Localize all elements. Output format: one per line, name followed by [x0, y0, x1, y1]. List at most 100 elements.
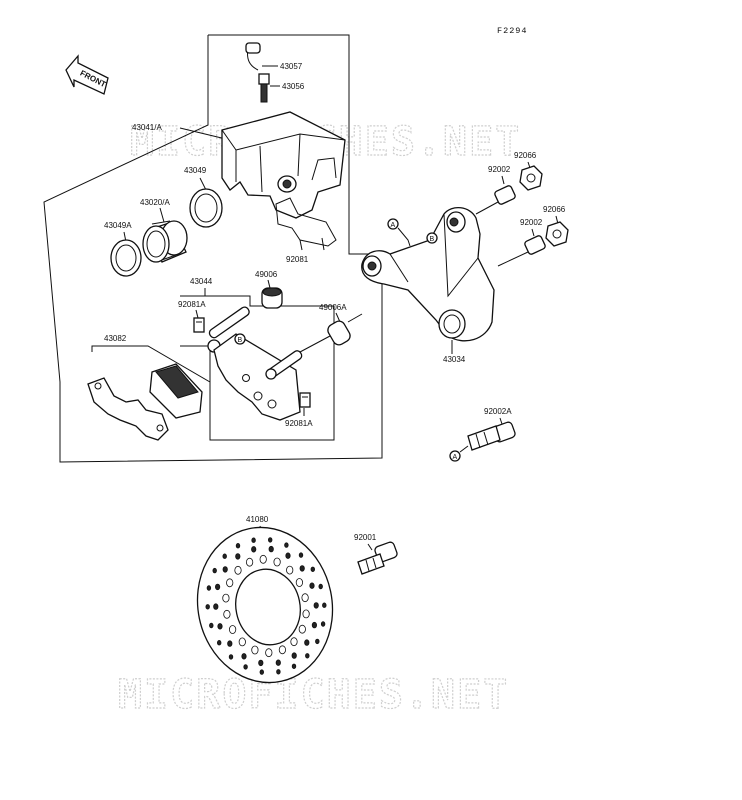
bolt-92002a — [467, 421, 516, 451]
part-43020A: 43020/A — [140, 198, 170, 207]
watermark-bottom: MICROFICHES.NET — [118, 672, 509, 718]
disc-hole — [318, 583, 323, 590]
svg-text:B: B — [430, 236, 435, 243]
clip-bottom — [299, 392, 311, 408]
disc-hole — [268, 537, 273, 543]
disc-hole — [268, 545, 274, 553]
disc-hole — [278, 645, 286, 655]
bolt-top — [475, 185, 516, 215]
brake-pad-plate — [87, 377, 169, 441]
rubber-bushing — [261, 287, 283, 309]
bolt-bottom — [497, 235, 546, 267]
part-43049: 43049 — [184, 166, 207, 175]
part-92081A-bottom: 92081A — [285, 419, 313, 428]
part-43034: 43034 — [443, 355, 466, 364]
disc-hole — [313, 602, 319, 609]
part-92002-top: 92002 — [488, 165, 511, 174]
disc-hole — [223, 609, 231, 619]
disc-hole — [234, 565, 242, 575]
caliper-body — [221, 111, 346, 219]
disc-hole — [276, 669, 281, 675]
disc-hole — [228, 654, 234, 660]
pad-spring — [275, 197, 337, 251]
disc-hole — [251, 537, 256, 543]
part-43044: 43044 — [190, 277, 213, 286]
front-arrow-icon: FRONT — [65, 54, 109, 95]
disc-hole — [295, 578, 303, 587]
disc-hole — [222, 566, 228, 573]
nut-top — [519, 165, 543, 191]
disc-hole — [222, 593, 230, 603]
disc-hole — [246, 557, 254, 567]
brake-disc — [196, 526, 334, 684]
part-92066-bottom: 92066 — [543, 205, 566, 214]
disc-hole — [206, 585, 212, 591]
marker-b-holder: B — [234, 333, 246, 345]
disc-hole — [290, 637, 298, 647]
clip-top — [193, 317, 205, 333]
caliper-bracket — [361, 207, 495, 342]
disc-hole — [227, 640, 233, 647]
disc-hole — [305, 653, 310, 659]
disc-hole — [298, 552, 304, 558]
svg-text:A: A — [453, 454, 458, 461]
part-43082: 43082 — [104, 334, 127, 343]
disc-hole — [243, 664, 248, 670]
disc-bolt — [357, 541, 398, 575]
disc-hole — [301, 593, 309, 603]
disc-hole — [273, 557, 281, 567]
disc-hole — [291, 652, 297, 659]
disc-hole — [241, 653, 247, 660]
disc-hole — [216, 640, 222, 646]
brake-pad — [149, 363, 203, 419]
part-49006A: 49006A — [319, 303, 347, 312]
disc-hole — [309, 582, 315, 589]
disc-hole — [320, 621, 326, 627]
bleeder-cap — [245, 42, 261, 71]
marker-a-bolt: A — [449, 450, 461, 462]
part-43056: 43056 — [282, 82, 305, 91]
marker-b-bracket: B — [426, 232, 438, 244]
dust-seal — [110, 239, 142, 277]
part-92001: 92001 — [354, 533, 377, 542]
disc-hole — [315, 638, 320, 645]
caliper-assembly-outline — [43, 34, 383, 463]
part-92002-bottom: 92002 — [520, 218, 543, 227]
part-92002A: 92002A — [484, 407, 512, 416]
disc-hole — [251, 645, 259, 655]
disc-hole — [310, 566, 315, 572]
figure-code: F2294 — [497, 26, 528, 36]
disc-hole — [215, 583, 221, 591]
disc-hole — [213, 603, 219, 610]
disc-hole — [322, 602, 327, 608]
disc-hole — [311, 621, 317, 629]
disc-hole — [258, 659, 264, 667]
part-43057: 43057 — [280, 62, 303, 71]
disc-hole — [217, 623, 223, 630]
disc-hole — [299, 565, 305, 572]
disc-hole — [265, 648, 273, 658]
disc-hole — [302, 609, 310, 619]
part-43041A: 43041/A — [132, 123, 162, 132]
part-92081A-top: 92081A — [178, 300, 206, 309]
disc-hole — [205, 604, 210, 610]
disc-hole — [238, 637, 246, 647]
svg-text:A: A — [391, 222, 396, 229]
holder-outline — [180, 295, 335, 441]
part-41080: 41080 — [246, 515, 269, 524]
part-49006: 49006 — [255, 270, 278, 279]
disc-hole — [222, 553, 227, 559]
disc-hole — [251, 546, 257, 553]
disc-hole — [291, 663, 297, 669]
bleeder-valve — [258, 73, 270, 103]
disc-hole — [259, 554, 267, 564]
part-92066-top: 92066 — [514, 151, 537, 160]
part-92081: 92081 — [286, 255, 309, 264]
nut-bottom — [545, 221, 569, 247]
disc-hole — [259, 669, 264, 675]
pads-outline — [91, 345, 211, 383]
disc-hole — [275, 659, 281, 666]
piston-seal — [189, 188, 223, 228]
disc-hole — [235, 553, 241, 560]
